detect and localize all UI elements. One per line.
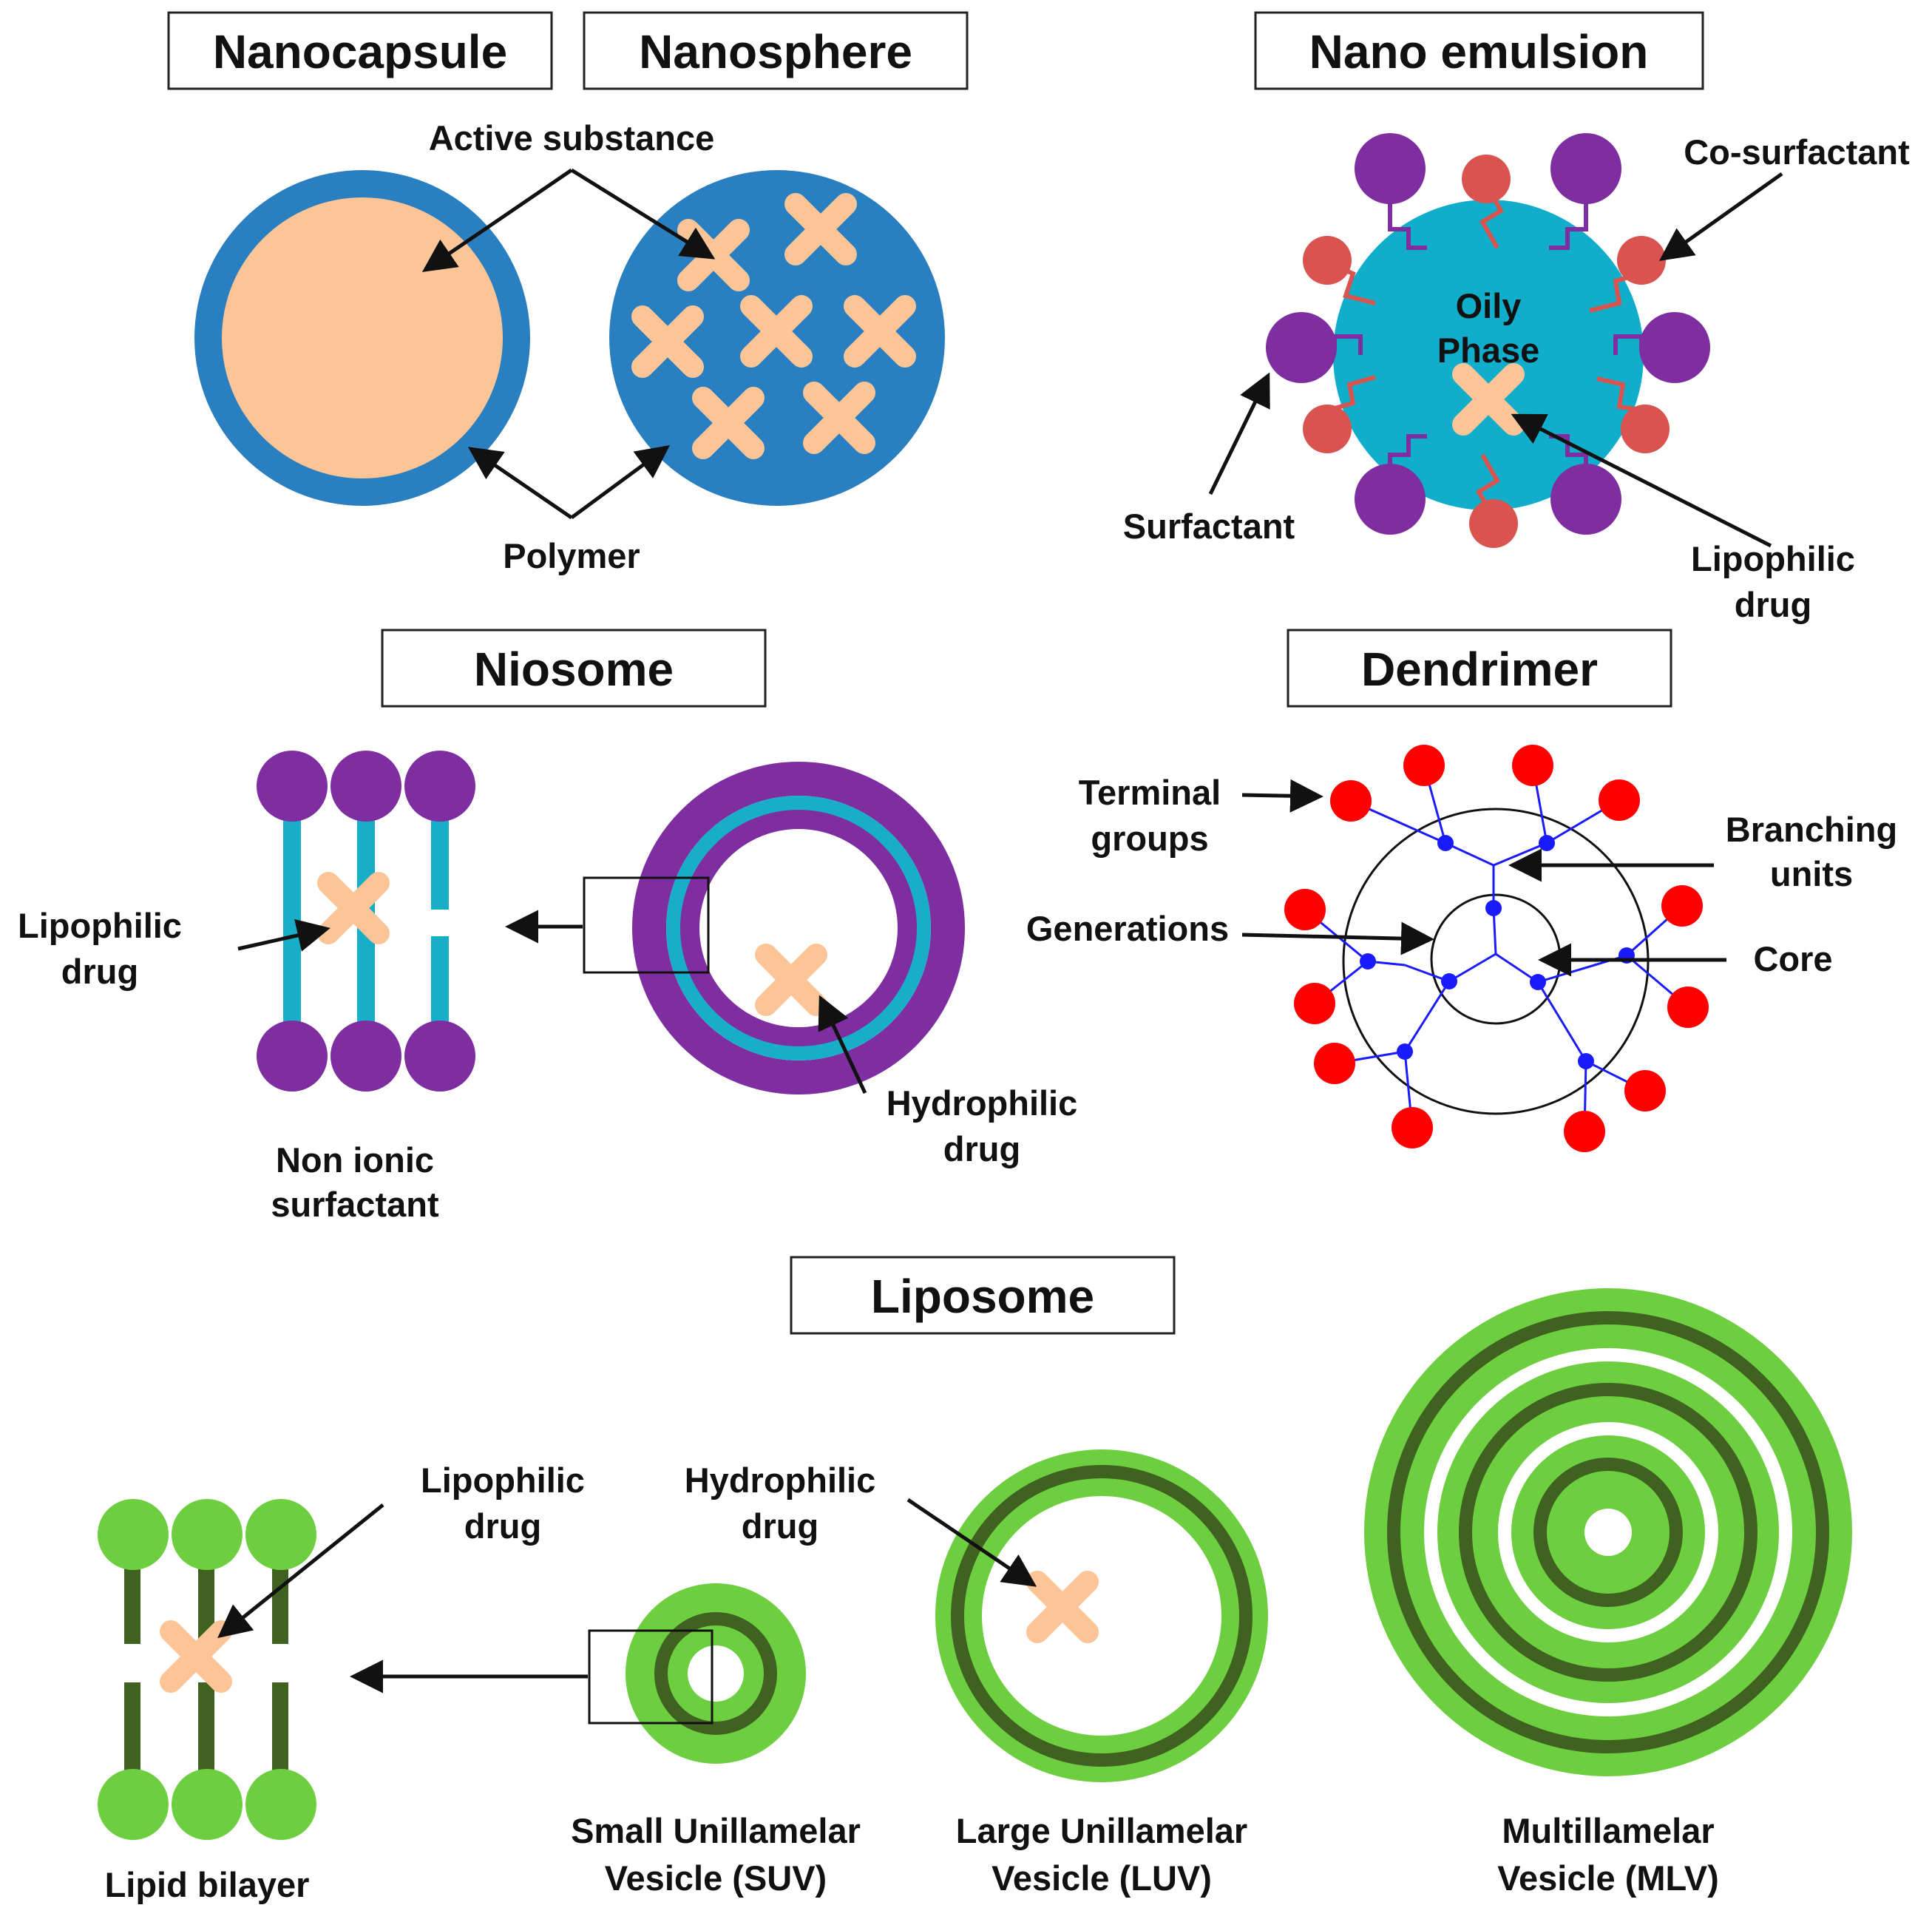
liposome-lipophilic-arrow	[217, 1503, 384, 1639]
suv-zoom-box	[588, 1629, 714, 1725]
suv-aqueous-core	[688, 1645, 744, 1702]
core-label: Core	[1753, 939, 1832, 978]
surfactant-arrow	[1208, 372, 1270, 495]
luv-dark-ring	[951, 1465, 1253, 1767]
mlv-dark-ring	[1387, 1311, 1829, 1753]
branching-unit-nodes	[1360, 835, 1635, 1069]
active-substance-arrow	[421, 168, 573, 272]
liposome-hydrophilic-arrow	[906, 1498, 1037, 1587]
liposome-lipophilic-drug	[171, 1631, 221, 1682]
nonionic-surfactant-label: surfactant	[271, 1185, 439, 1224]
luv-aqueous-core	[982, 1496, 1221, 1736]
suv-dark-ring	[654, 1612, 777, 1735]
mlv-aqueous-core	[1584, 1509, 1632, 1556]
oily-phase-droplet	[1333, 200, 1644, 510]
niosome-lipophilic-label: Lipophilic	[18, 906, 182, 945]
nonionic-surfactant-label: Non ionic	[276, 1140, 434, 1180]
svg-text:Nano emulsion: Nano emulsion	[1309, 25, 1649, 78]
suv-figure	[588, 1583, 806, 1764]
co-surfactant-arrow	[1658, 172, 1783, 261]
niosome-lipophilic-arrow	[237, 918, 331, 952]
polymer-arrow	[570, 445, 671, 520]
polymer-label: Polymer	[503, 536, 640, 575]
terminal-groups-label: groups	[1091, 819, 1208, 858]
nanocapsule-core	[222, 197, 503, 478]
liposome-hydrophilic-label: drug	[742, 1506, 818, 1546]
lipid-bilayer-figure	[98, 1499, 316, 1840]
niosome-lipophilic-label: drug	[61, 952, 138, 991]
niosome-hydrophilic-label: Hydrophilic	[887, 1083, 1078, 1123]
generations-arrow	[1241, 921, 1434, 955]
luv-figure	[935, 1449, 1268, 1782]
mlv-label: Vesicle (MLV)	[1497, 1858, 1719, 1898]
mlv-figure	[1364, 1288, 1852, 1776]
polymer-arrow	[467, 447, 573, 520]
dendrimer-figure	[1284, 745, 1709, 1152]
mlv-dark-ring	[1533, 1458, 1683, 1607]
svg-text:Nanosphere: Nanosphere	[639, 25, 912, 78]
terminal-groups-label: Terminal	[1079, 773, 1221, 812]
niosome-bilayer-figure	[257, 751, 475, 1092]
terminal-groups-arrow	[1241, 779, 1323, 813]
niosome-zoom-box	[583, 876, 710, 974]
co-surfactant-label: Co-surfactant	[1684, 132, 1910, 172]
niosome-hydrophilic-drug	[766, 955, 816, 1005]
branching-units-label: units	[1770, 854, 1853, 893]
title-nanocapsule: Nanocapsule	[167, 11, 553, 90]
co-surfactant-heads	[1303, 155, 1670, 548]
liposome-lipophilic-label: drug	[464, 1506, 541, 1546]
title-niosome: Niosome	[381, 629, 767, 708]
luv-label: Vesicle (LUV)	[992, 1858, 1212, 1898]
svg-text:Liposome: Liposome	[871, 1270, 1094, 1323]
svg-text:Dendrimer: Dendrimer	[1361, 643, 1598, 696]
surfactant-heads	[1266, 133, 1710, 535]
lipophilic-drug-label: drug	[1735, 585, 1811, 624]
surfactant-label: Surfactant	[1123, 507, 1295, 546]
title-nanosphere: Nanosphere	[583, 11, 969, 90]
suv-label: Vesicle (SUV)	[605, 1858, 827, 1898]
niosome-hydrophilic-label: drug	[943, 1129, 1020, 1168]
lipophilic-drug-label: Lipophilic	[1691, 539, 1855, 578]
liposome-hydrophilic-label: Hydrophilic	[685, 1461, 876, 1500]
svg-text:Nanocapsule: Nanocapsule	[213, 25, 507, 78]
title-nano-emulsion: Nano emulsion	[1254, 11, 1704, 90]
svg-text:Niosome: Niosome	[474, 643, 674, 696]
oily-phase-label: Phase	[1437, 331, 1539, 370]
mlv-aqueous-ring	[1498, 1422, 1718, 1642]
active-substance-arrow	[570, 168, 716, 260]
suv-label: Small Unillamelar	[571, 1811, 861, 1850]
niosome-vesicle-figure	[583, 762, 965, 1094]
mlv-aqueous-ring	[1424, 1348, 1792, 1716]
luv-label: Large Unillamelar	[956, 1811, 1247, 1850]
lipid-bilayer-label: Lipid bilayer	[105, 1865, 310, 1904]
terminal-group-nodes	[1284, 745, 1709, 1152]
title-liposome: Liposome	[790, 1256, 1176, 1335]
nonionic-surfactant-heads	[257, 751, 475, 1092]
lipid-heads	[98, 1499, 316, 1840]
mlv-dark-ring	[1459, 1383, 1758, 1682]
generations-label: Generations	[1026, 909, 1229, 948]
nano-emulsion-figure	[1266, 133, 1710, 548]
liposome-lipophilic-label: Lipophilic	[421, 1461, 585, 1500]
niosome-hydrophilic-arrow	[818, 995, 867, 1094]
title-dendrimer: Dendrimer	[1287, 629, 1672, 708]
nanosphere-figure	[609, 170, 945, 506]
oily-phase-label: Oily	[1456, 286, 1522, 325]
lipophilic-drug-arrow	[1511, 413, 1772, 548]
active-substance-label: Active substance	[429, 118, 715, 158]
branching-units-label: Branching	[1726, 810, 1897, 849]
mlv-label: Multillamelar	[1502, 1811, 1714, 1850]
